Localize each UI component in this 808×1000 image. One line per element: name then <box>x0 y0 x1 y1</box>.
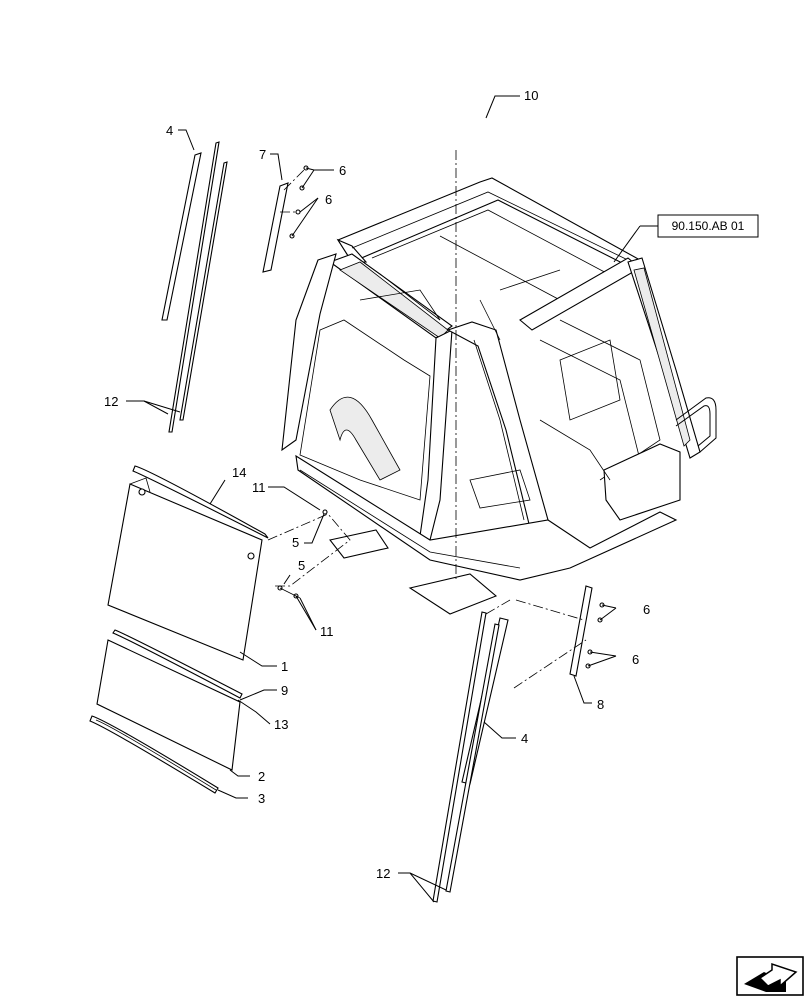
part-4-top <box>161 152 202 321</box>
callout-4-top: 4 <box>166 123 173 138</box>
callout-5-b: 5 <box>298 558 305 573</box>
callout-13: 13 <box>274 717 288 732</box>
bolts-6-top <box>280 165 309 239</box>
callout-2: 2 <box>258 769 265 784</box>
callout-6-d: 6 <box>632 652 639 667</box>
callout-6-c: 6 <box>643 602 650 617</box>
cab-frame <box>281 150 717 615</box>
part-1-window <box>107 477 263 661</box>
callout-4-bottom: 4 <box>521 731 528 746</box>
part-12-bottom <box>432 611 500 903</box>
callout-8: 8 <box>597 697 604 712</box>
callout-14: 14 <box>232 465 246 480</box>
callout-6-b: 6 <box>325 192 332 207</box>
callout-12-top: 12 <box>104 394 118 409</box>
callout-1: 1 <box>281 659 288 674</box>
callout-5-a: 5 <box>292 535 299 550</box>
part-3-seal <box>89 715 219 794</box>
callout-11-a: 11 <box>252 480 266 495</box>
part-2-glass <box>96 639 241 771</box>
next-page-arrow-icon[interactable] <box>736 956 804 996</box>
leader-lines <box>126 95 658 903</box>
bolts-5-11 <box>267 509 351 599</box>
callout-12-bottom: 12 <box>376 866 390 881</box>
callout-6-a: 6 <box>339 163 346 178</box>
part-7-strip <box>262 182 289 273</box>
bolts-6-bottom <box>585 602 605 669</box>
callout-3: 3 <box>258 791 265 806</box>
callout-9: 9 <box>281 683 288 698</box>
part-9-seal <box>112 629 243 699</box>
part-8-strip <box>569 585 593 677</box>
callout-11-b: 11 <box>320 624 334 639</box>
callout-labels: 10 4 7 6 6 12 14 11 5 5 11 6 6 8 1 9 13 … <box>104 88 650 881</box>
reference-link-text[interactable]: 90.150.AB 01 <box>672 219 745 233</box>
callout-10: 10 <box>524 88 538 103</box>
callout-7: 7 <box>259 147 266 162</box>
part-12-top <box>168 141 228 433</box>
reference-link-box[interactable]: 90.150.AB 01 <box>657 214 759 238</box>
part-14-seal <box>132 465 269 539</box>
